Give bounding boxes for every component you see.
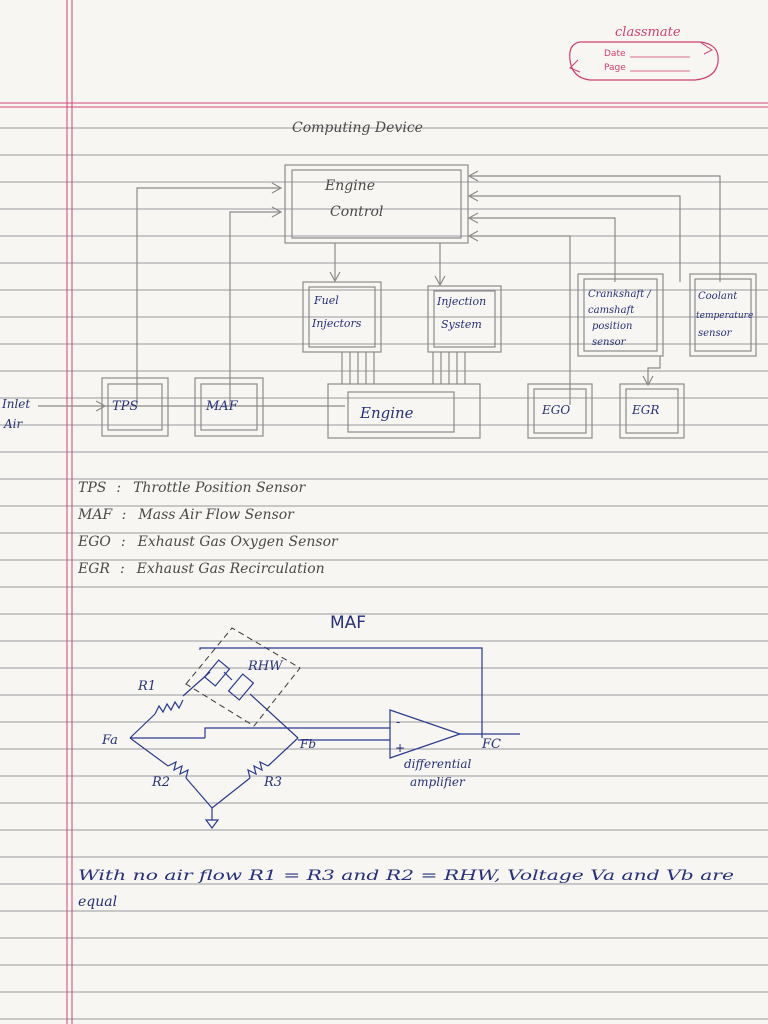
svg-text:MAF:Mass Air Flow Sensor: MAF:Mass Air Flow Sensor [77,507,295,523]
r2-label: R2 [151,775,170,790]
tps-label: TPS [112,399,138,414]
coolant-line1: Coolant [698,291,738,302]
opamp-plus: + [395,741,405,755]
egr-label: EGR [631,403,659,417]
legend-abbr-tps: TPS [78,480,106,496]
crankshaft-sensor-box: Crankshaft / camshaft position sensor [577,273,664,357]
legend-abbr-egr: EGR [77,561,110,577]
inlet-air-line2: Air [3,417,24,431]
svg-text:TPS:Throttle Position Sensor: TPS:Throttle Position Sensor [78,480,306,496]
engine-control-line1: Engine [324,178,375,194]
note-line1: With no air flow R1 = R3 and R2 = RHW, V… [78,868,734,884]
ego-label: EGO [541,403,570,417]
svg-text:EGR:Exhaust Gas Recirculation: EGR:Exhaust Gas Recirculation [77,561,325,577]
abbreviation-legend: TPS:Throttle Position Sensor MAF:Mass Ai… [77,480,339,577]
crankshaft-line3: position [592,321,632,332]
explanation-note: With no air flow R1 = R3 and R2 = RHW, V… [78,868,734,910]
coolant-sensor-box: Coolant temperature sensor [689,273,757,357]
legend-text-maf: Mass Air Flow Sensor [137,507,295,523]
note-line2: equal [78,894,117,910]
circuit-title: MAF [330,613,366,633]
injection-system-line2: System [441,318,482,331]
classmate-stamp: classmate Date Page [569,25,719,81]
injection-system-box: Injection System [427,285,502,353]
tps-box: TPS [101,377,169,437]
coolant-line3: sensor [698,328,733,339]
maf-label: MAF [205,399,239,414]
r1-label: R1 [137,679,156,694]
stamp-frame-shape [569,41,719,81]
engine-box: Engine [327,383,481,439]
r3-label: R3 [263,775,282,790]
legend-text-tps: Throttle Position Sensor [133,480,306,496]
maf-box: MAF [194,377,264,437]
engine-label: Engine [359,404,414,422]
legend-text-egr: Exhaust Gas Recirculation [136,561,325,577]
egr-box: EGR [619,383,685,439]
engine-block-diagram: Computing Device Engine Control [1,120,757,439]
fa-label: Fa [101,733,118,748]
brand-logo: classmate [615,25,681,40]
crankshaft-line1: Crankshaft / [588,289,652,300]
fb-label: Fb [299,737,316,751]
maf-bridge-circuit: MAF R1 [101,613,520,829]
engine-control-line2: Control [330,204,383,220]
opamp-minus: - [396,715,400,729]
legend-abbr-ego: EGO [77,534,111,550]
engine-control-box: Engine Control [284,164,469,244]
crankshaft-line2: camshaft [588,305,635,316]
ego-box: EGO [527,383,593,439]
diagram-title: Computing Device [292,120,423,136]
amp-label-line2: amplifier [410,775,466,789]
injection-system-line1: Injection [436,295,486,308]
date-label: Date [604,49,626,59]
coolant-line2: temperature [696,311,753,321]
legend-abbr-maf: MAF [77,507,113,523]
fc-label: FC [481,737,501,752]
fuel-injectors-line1: Fuel [313,294,339,307]
legend-text-ego: Exhaust Gas Oxygen Sensor [137,534,339,550]
page-label: Page [604,63,626,73]
svg-text:EGO:Exhaust Gas Oxygen Sensor: EGO:Exhaust Gas Oxygen Sensor [77,534,339,550]
ruled-lines [0,127,768,1020]
rhw-label: RHW [247,659,284,674]
crankshaft-line4: sensor [592,337,627,348]
amp-label-line1: differential [404,757,472,771]
fuel-injectors-line2: Injectors [311,317,362,330]
inlet-air-line1: Inlet [1,397,30,411]
